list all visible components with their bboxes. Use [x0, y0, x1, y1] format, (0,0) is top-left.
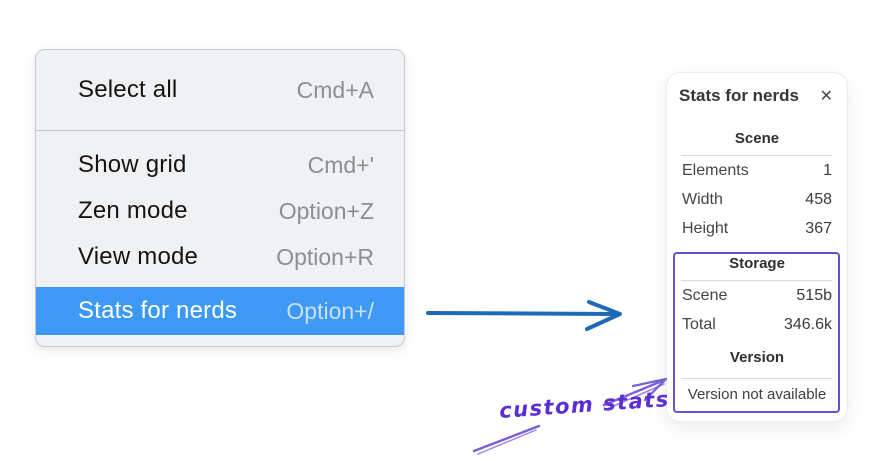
- stats-panel-header: Stats for nerds ✕: [667, 73, 847, 106]
- annotation-leader-line: [472, 424, 541, 455]
- stat-label: Elements: [682, 162, 749, 179]
- section-divider: [681, 155, 832, 156]
- menu-item-stats-for-nerds[interactable]: Stats for nerds Option+/: [36, 287, 404, 335]
- stat-row-total-storage: Total 346.6k: [667, 310, 847, 339]
- stats-panel: Stats for nerds ✕ Scene Elements 1 Width…: [666, 72, 848, 422]
- menu-item-zen-mode[interactable]: Zen mode Option+Z: [36, 188, 404, 234]
- menu-divider: [36, 130, 404, 131]
- stat-value: 367: [805, 220, 832, 237]
- stat-label: Width: [682, 191, 723, 208]
- menu-item-shortcut: Cmd+A: [296, 76, 374, 103]
- stat-value: 1: [823, 162, 832, 179]
- scene-section-title: Scene: [734, 130, 780, 147]
- version-section-title: Version: [729, 349, 785, 366]
- version-note: Version not available: [687, 386, 827, 403]
- stat-label: Scene: [682, 287, 728, 304]
- stats-panel-title: Stats for nerds: [679, 86, 799, 105]
- stat-value: 346.6k: [783, 316, 832, 333]
- menu-item-shortcut: Cmd+': [307, 151, 374, 178]
- close-icon[interactable]: ✕: [819, 86, 833, 105]
- menu-item-shortcut: Option+/: [286, 297, 374, 324]
- stat-value: 515b: [796, 287, 832, 304]
- stat-label: Height: [682, 220, 729, 237]
- menu-item-select-all[interactable]: Select all Cmd+A: [36, 67, 404, 113]
- flow-arrow-icon: [426, 300, 622, 331]
- stat-row-scene-storage: Scene 515b: [667, 281, 847, 310]
- stat-row-width: Width 458: [667, 185, 847, 214]
- section-divider: [681, 378, 832, 379]
- stat-value: 458: [805, 191, 832, 208]
- context-menu-section-top: Select all Cmd+A: [36, 50, 404, 130]
- menu-item-label: Stats for nerds: [78, 297, 238, 324]
- stat-label: Total: [682, 316, 716, 333]
- menu-item-label: Show grid: [78, 151, 187, 178]
- section-divider: [681, 280, 832, 281]
- stat-row-height: Height 367: [667, 214, 847, 243]
- menu-item-shortcut: Option+Z: [278, 197, 374, 224]
- storage-section-title: Storage: [729, 255, 785, 272]
- menu-item-label: Zen mode: [78, 197, 188, 224]
- context-menu: Select all Cmd+A Show grid Cmd+' Zen mod…: [35, 49, 405, 347]
- menu-item-label: View mode: [78, 243, 199, 270]
- annotation-label: custom stats: [498, 387, 671, 423]
- menu-item-show-grid[interactable]: Show grid Cmd+': [36, 142, 404, 188]
- menu-item-shortcut: Option+R: [276, 243, 374, 270]
- context-menu-section-bottom: Show grid Cmd+' Zen mode Option+Z View m…: [36, 131, 404, 335]
- annotation-arrow-icon: [602, 377, 668, 410]
- stat-row-elements: Elements 1: [667, 156, 847, 185]
- menu-item-label: Select all: [78, 76, 178, 103]
- menu-item-view-mode[interactable]: View mode Option+R: [36, 234, 404, 280]
